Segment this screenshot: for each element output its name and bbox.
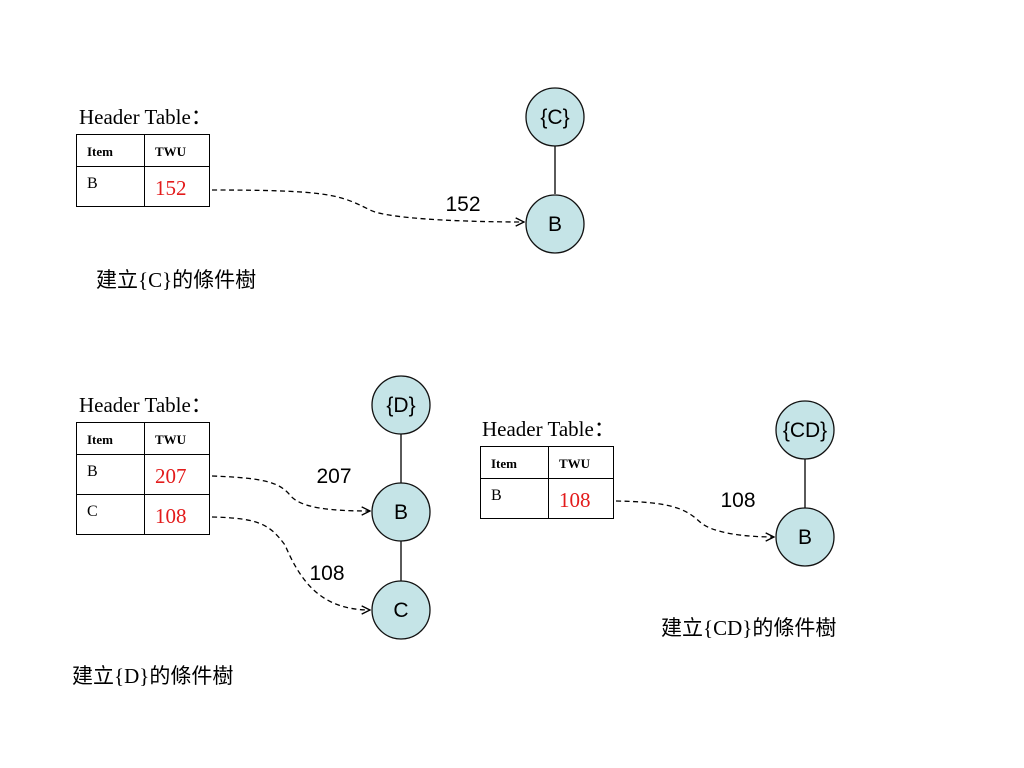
table-row: B 152: [76, 166, 210, 207]
d-tree-root-node: {D}: [371, 375, 431, 435]
cd-tree-node-b-label: B: [798, 526, 812, 549]
c-node-link-b: [211, 189, 524, 222]
cd-node-link-b: [615, 500, 774, 537]
c-row-b-item: B: [76, 166, 145, 207]
c-col-item: Item: [76, 134, 145, 167]
c-header-table-head: Item TWU: [76, 134, 210, 167]
d-row-b-item: B: [76, 454, 145, 495]
table-row: B 207: [76, 454, 210, 495]
table-row: B 108: [480, 478, 614, 519]
cd-tree-root-label: {CD}: [783, 419, 827, 442]
cd-node-link-count: 108: [720, 489, 755, 512]
c-tree-root-label: {C}: [540, 106, 569, 129]
c-tree-node-b: B: [525, 194, 585, 254]
c-tree-node-b-label: B: [548, 213, 562, 236]
c-caption: 建立{C}的條件樹: [96, 268, 257, 292]
c-col-twu: TWU: [144, 134, 210, 167]
c-tree-root-node: {C}: [525, 87, 585, 147]
d-tree-node-b: B: [371, 482, 431, 542]
cd-row-b-twu: 108: [548, 478, 614, 519]
d-col-item: Item: [76, 422, 145, 455]
d-row-c-item: C: [76, 494, 145, 535]
cd-header-table-title: Header Table：: [482, 417, 615, 441]
d-node-link-c-count: 108: [309, 562, 344, 585]
cd-header-table: Item TWU B 108: [480, 446, 614, 519]
d-caption: 建立{D}的條件樹: [72, 664, 234, 688]
d-node-link-b-count: 207: [316, 465, 351, 488]
cd-tree-root-node: {CD}: [775, 400, 835, 460]
c-node-link-count: 152: [445, 193, 480, 216]
d-row-b-twu: 207: [144, 454, 210, 495]
d-tree-node-c: C: [371, 580, 431, 640]
c-row-b-twu: 152: [144, 166, 210, 207]
d-header-table: Item TWU B 207 C 108: [76, 422, 210, 535]
d-header-table-head: Item TWU: [76, 422, 210, 455]
cd-row-b-item: B: [480, 478, 549, 519]
d-row-c-twu: 108: [144, 494, 210, 535]
d-node-link-c: [211, 516, 370, 610]
cd-caption: 建立{CD}的條件樹: [661, 616, 837, 640]
c-header-table: Item TWU B 152: [76, 134, 210, 207]
c-header-table-title: Header Table：: [79, 105, 212, 129]
cd-col-item: Item: [480, 446, 549, 479]
cd-col-twu: TWU: [548, 446, 614, 479]
d-col-twu: TWU: [144, 422, 210, 455]
cd-header-table-head: Item TWU: [480, 446, 614, 479]
d-header-table-title: Header Table：: [79, 393, 212, 417]
cd-tree-node-b: B: [775, 507, 835, 567]
d-tree-node-b-label: B: [394, 501, 408, 524]
d-tree-root-label: {D}: [386, 394, 415, 417]
table-row: C 108: [76, 494, 210, 535]
d-tree-node-c-label: C: [393, 599, 408, 622]
